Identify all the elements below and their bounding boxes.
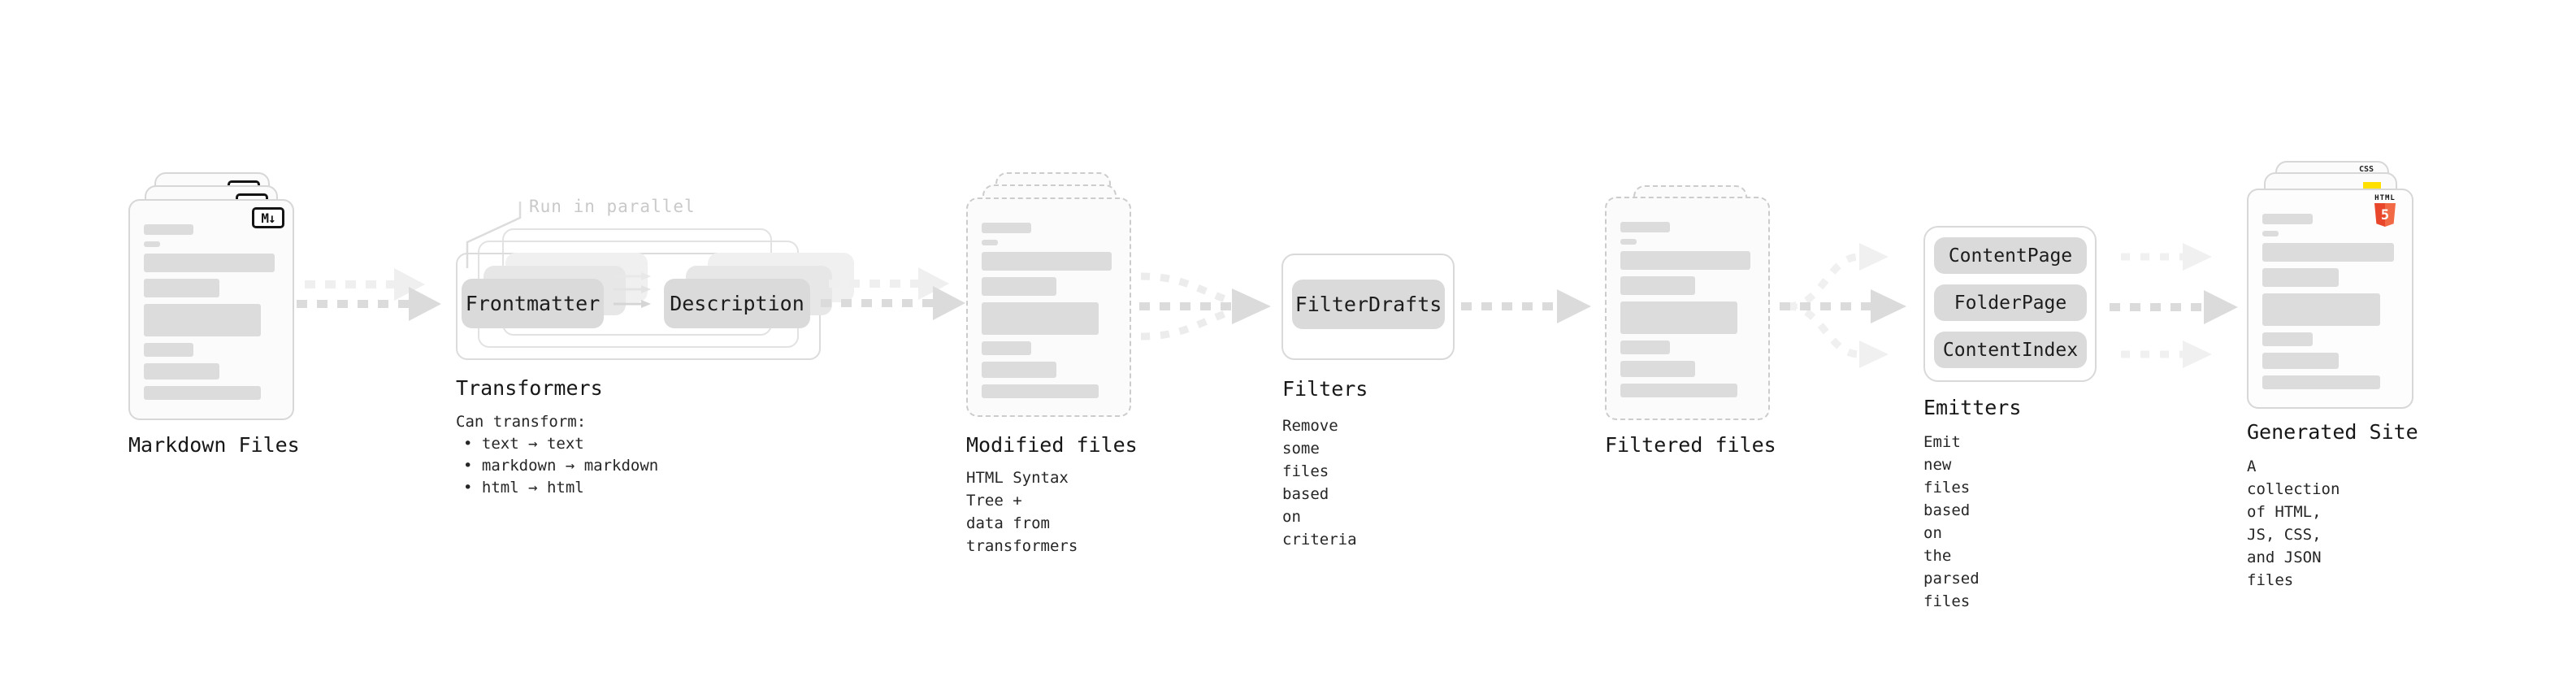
content-bar xyxy=(2262,243,2394,262)
content-bar xyxy=(1620,276,1696,295)
content-bar xyxy=(2262,293,2381,326)
content-bar xyxy=(1620,384,1737,397)
content-bar xyxy=(1620,301,1737,334)
stage-desc-emitters: Emit new files based on the parsed files xyxy=(1923,433,1980,610)
doc-content-bars xyxy=(968,199,1130,415)
emitter-folderpage-node: FolderPage xyxy=(1934,284,2087,321)
flow-arrow-filters-to-filtered xyxy=(1461,289,1591,323)
content-bar xyxy=(982,341,1032,355)
flow-arrow-emitters-to-generated xyxy=(2110,243,2238,368)
run-in-parallel-note: Run in parallel xyxy=(529,197,696,216)
content-bar xyxy=(1620,361,1696,377)
content-bar xyxy=(1620,251,1751,270)
content-bar xyxy=(982,302,1099,335)
filtered-file-card xyxy=(1605,197,1770,420)
bullet-item: • markdown → markdown xyxy=(463,457,659,475)
stage-desc-transformers: Can transform: • text → text • markdown … xyxy=(456,411,658,499)
content-bar xyxy=(144,241,160,247)
emitter-contentindex-node: ContentIndex xyxy=(1934,332,2087,368)
bullet-item: • text → text xyxy=(463,435,584,453)
content-bar xyxy=(1620,340,1671,354)
content-bar xyxy=(982,362,1057,378)
parallel-arrows-icon xyxy=(614,272,651,308)
markdown-icon: M↓ xyxy=(252,207,284,228)
doc-content-bars xyxy=(130,201,293,419)
transformer-description-node: Description xyxy=(664,279,810,328)
content-bar xyxy=(2262,332,2313,346)
content-bar xyxy=(144,304,262,336)
bullet-item: • html → html xyxy=(463,479,584,497)
flow-arrow-modified-to-filters xyxy=(1139,272,1271,340)
content-bar xyxy=(1620,222,1671,232)
stage-desc-filters: Remove some files based on criteria xyxy=(1282,417,1357,549)
transformer-frontmatter-node: Frontmatter xyxy=(462,279,604,328)
content-bar xyxy=(144,363,219,380)
html5-shield: 5 xyxy=(2374,203,2396,227)
content-bar xyxy=(982,240,998,245)
doc-content-bars xyxy=(1607,198,1768,419)
annotation-connector-line xyxy=(466,202,522,268)
flow-arrow-markdown-to-transformers xyxy=(297,268,441,321)
stage-label-transformers: Transformers xyxy=(456,376,603,400)
content-bar xyxy=(144,279,219,297)
content-bar xyxy=(144,343,194,357)
content-bar xyxy=(144,386,262,400)
stage-label-generated-site: Generated Site xyxy=(2247,420,2418,444)
stage-label-modified-files: Modified files xyxy=(966,433,1138,457)
doc-content-bars xyxy=(2249,190,2412,407)
stage-desc-generated-site: A collection of HTML, JS, CSS, and JSON … xyxy=(2247,458,2340,589)
content-bar xyxy=(144,224,194,235)
content-bar xyxy=(2262,375,2381,389)
modified-file-card xyxy=(966,197,1131,417)
content-bar xyxy=(982,252,1112,271)
content-bar xyxy=(2262,214,2313,224)
html5-word: HTML xyxy=(2374,194,2396,202)
content-bar xyxy=(2262,268,2339,287)
desc-title: Can transform: xyxy=(456,413,587,431)
flow-arrow-filtered-to-emitters xyxy=(1780,243,1906,368)
content-bar xyxy=(982,277,1057,296)
stage-label-emitters: Emitters xyxy=(1923,396,2022,419)
content-bar xyxy=(1620,239,1637,245)
filter-filterdrafts-node: FilterDrafts xyxy=(1292,280,1445,329)
html5-icon: HTML 5 xyxy=(2366,194,2405,227)
content-bar xyxy=(982,223,1032,233)
html-file-card: HTML 5 xyxy=(2247,189,2413,409)
flow-arrow-transformers-to-modified xyxy=(821,267,965,320)
content-bar xyxy=(2262,231,2279,236)
content-bar xyxy=(982,384,1099,398)
content-bar xyxy=(144,254,275,272)
stage-desc-modified-files: HTML Syntax Tree + data from transformer… xyxy=(966,469,1078,555)
stage-label-markdown-files: Markdown Files xyxy=(128,433,300,457)
emitter-contentpage-node: ContentPage xyxy=(1934,237,2087,274)
stage-label-filters: Filters xyxy=(1282,377,1368,401)
content-bar xyxy=(2262,353,2339,369)
stage-label-filtered-files: Filtered files xyxy=(1605,433,1776,457)
markdown-file-card: M↓ xyxy=(128,199,294,420)
